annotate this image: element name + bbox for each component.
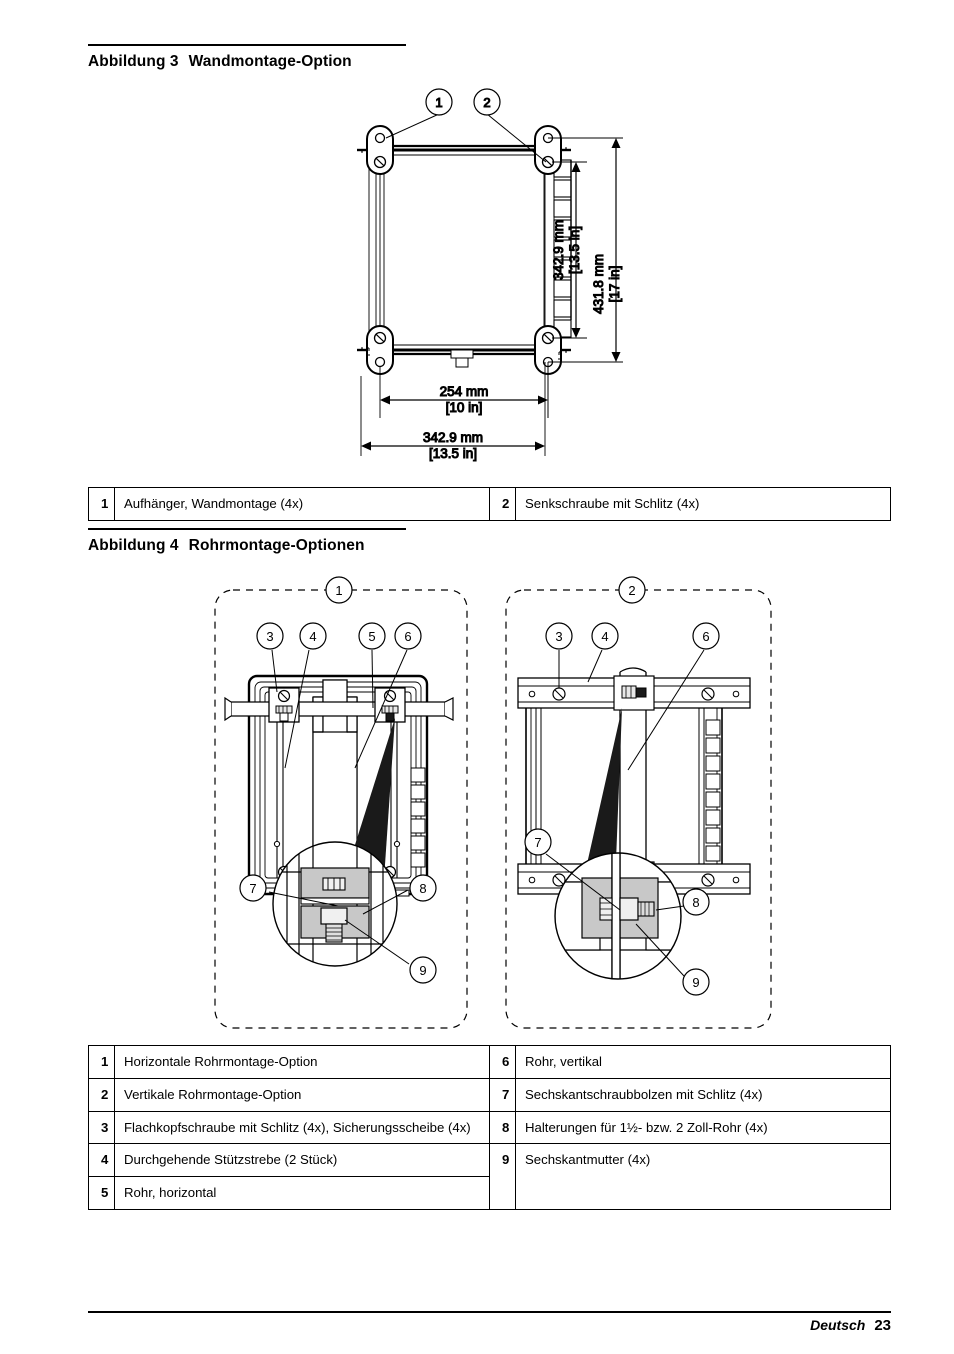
figure4-right-callout-3: 3 (545, 622, 573, 650)
table-row: 3 Flachkopfschraube mit Schlitz (4x), Si… (88, 1110, 891, 1145)
svg-text:8: 8 (419, 881, 426, 896)
figure3-caption-title: Wandmontage-Option (188, 53, 352, 70)
figure4-left-callout-3: 3 (256, 622, 284, 650)
svg-text:431.8 mm: 431.8 mm (591, 254, 606, 314)
figure3-caption-block: Abbildung 3 Wandmontage-Option (88, 44, 406, 71)
svg-text:2: 2 (483, 95, 490, 110)
figure4-caption-block: Abbildung 4 Rohrmontage-Optionen (88, 528, 406, 555)
svg-text:[17 in]: [17 in] (607, 266, 622, 303)
svg-text:7: 7 (249, 881, 256, 896)
figure3-callout-1: 1 (425, 88, 453, 116)
svg-text:8: 8 (692, 895, 699, 910)
figure4-right-callout-7: 7 (524, 828, 552, 856)
figure4-left-panel-callout: 1 (325, 576, 353, 604)
table-row: 1 Aufhänger, Wandmontage (4x) 2 Senkschr… (88, 487, 891, 521)
figure4-caption-number: Abbildung 4 (88, 537, 179, 554)
svg-text:7: 7 (534, 835, 541, 850)
figure4-right-callout-9: 9 (682, 968, 710, 996)
legend-text: Sechskantmutter (4x) (515, 1143, 891, 1211)
figure4-legend-table: 1 Horizontale Rohrmontage-Option 6 Rohr,… (88, 1045, 891, 1211)
figure3-wall-mount-drawing: 342.9 mm [13.5 in] 431.8 mm [17 in] (355, 88, 655, 480)
legend-text: Halterungen für 1½- bzw. 2 Zoll-Rohr (4x… (515, 1110, 891, 1145)
svg-text:3: 3 (555, 629, 562, 644)
figure4-left-callout-8: 8 (409, 874, 437, 902)
legend-index: 1 (88, 1045, 115, 1079)
figure4-right-callout-6: 6 (692, 622, 720, 650)
figure4-vertical-pipe-mount-panel: 2 3 4 6 7 8 9 (496, 572, 781, 1034)
legend-text: Senkschraube mit Schlitz (4x) (515, 487, 891, 521)
figure3-legend-table: 1 Aufhänger, Wandmontage (4x) 2 Senkschr… (88, 487, 891, 521)
figure4-left-callout-5: 5 (358, 622, 386, 650)
svg-text:[13.5 in]: [13.5 in] (429, 446, 477, 461)
figure3-callout-2: 2 (473, 88, 501, 116)
svg-text:1: 1 (335, 583, 342, 598)
svg-text:[13.5 in]: [13.5 in] (567, 226, 582, 274)
table-row: 2 Vertikale Rohrmontage-Option 7 Sechska… (88, 1077, 891, 1112)
figure4-left-callout-7: 7 (239, 874, 267, 902)
svg-text:254 mm: 254 mm (440, 384, 489, 399)
legend-text: Aufhänger, Wandmontage (4x) (114, 487, 490, 521)
legend-text: Rohr, horizontal (114, 1176, 490, 1211)
figure4-left-callout-4: 4 (299, 622, 327, 650)
svg-text:5: 5 (368, 629, 375, 644)
legend-text: Sechskantschraubbolzen mit Schlitz (4x) (515, 1077, 891, 1112)
figure3-caption-number: Abbildung 3 (88, 53, 179, 70)
legend-index: 4 (88, 1143, 115, 1178)
table-row: 1 Horizontale Rohrmontage-Option 6 Rohr,… (88, 1045, 891, 1079)
svg-text:342.9 mm: 342.9 mm (551, 220, 566, 280)
svg-text:4: 4 (601, 629, 608, 644)
figure3-caption-rule (88, 44, 406, 46)
legend-index: 6 (489, 1045, 516, 1079)
svg-text:9: 9 (419, 963, 426, 978)
svg-text:342.9 mm: 342.9 mm (423, 430, 483, 445)
svg-text:2: 2 (628, 583, 635, 598)
svg-text:3: 3 (266, 629, 273, 644)
legend-text: Rohr, vertikal (515, 1045, 891, 1079)
figure4-caption: Abbildung 4 Rohrmontage-Optionen (88, 530, 406, 555)
figure4-caption-rule (88, 528, 406, 530)
figure3-caption: Abbildung 3 Wandmontage-Option (88, 46, 406, 71)
svg-text:9: 9 (692, 975, 699, 990)
svg-text:1: 1 (435, 95, 442, 110)
figure4-right-callout-4: 4 (591, 622, 619, 650)
legend-text: Durchgehende Stützstrebe (2 Stück) (114, 1143, 490, 1178)
page-number: 23 (874, 1317, 891, 1334)
legend-text: Vertikale Rohrmontage-Option (114, 1077, 490, 1112)
footer: Deutsch 23 (810, 1317, 891, 1334)
table-row: 5 Rohr, horizontal (88, 1176, 891, 1211)
svg-text:6: 6 (404, 629, 411, 644)
footer-language: Deutsch (810, 1317, 866, 1333)
figure4-caption-title: Rohrmontage-Optionen (188, 537, 365, 554)
legend-index: 5 (88, 1176, 115, 1211)
legend-text: Horizontale Rohrmontage-Option (114, 1045, 490, 1079)
figure4-right-callout-8: 8 (682, 888, 710, 916)
legend-index: 8 (489, 1110, 516, 1145)
svg-text:6: 6 (702, 629, 709, 644)
legend-index: 1 (88, 487, 115, 521)
figure4-left-callout-9: 9 (409, 956, 437, 984)
legend-index: 2 (88, 1077, 115, 1112)
figure4-right-panel-callout: 2 (618, 576, 646, 604)
legend-index: 3 (88, 1110, 115, 1145)
figure4-left-callout-6: 6 (394, 622, 422, 650)
table-row: 4 Durchgehende Stützstrebe (2 Stück) 9 S… (88, 1143, 891, 1211)
legend-index: 2 (489, 487, 516, 521)
legend-text: Flachkopfschraube mit Schlitz (4x), Sich… (114, 1110, 490, 1145)
footer-rule (88, 1311, 891, 1313)
legend-index: 9 (489, 1143, 516, 1211)
legend-index: 7 (489, 1077, 516, 1112)
svg-text:4: 4 (309, 629, 316, 644)
figure4-horizontal-pipe-mount-panel: 1 3 4 5 6 7 8 (205, 572, 477, 1034)
svg-text:[10 in]: [10 in] (446, 400, 483, 415)
